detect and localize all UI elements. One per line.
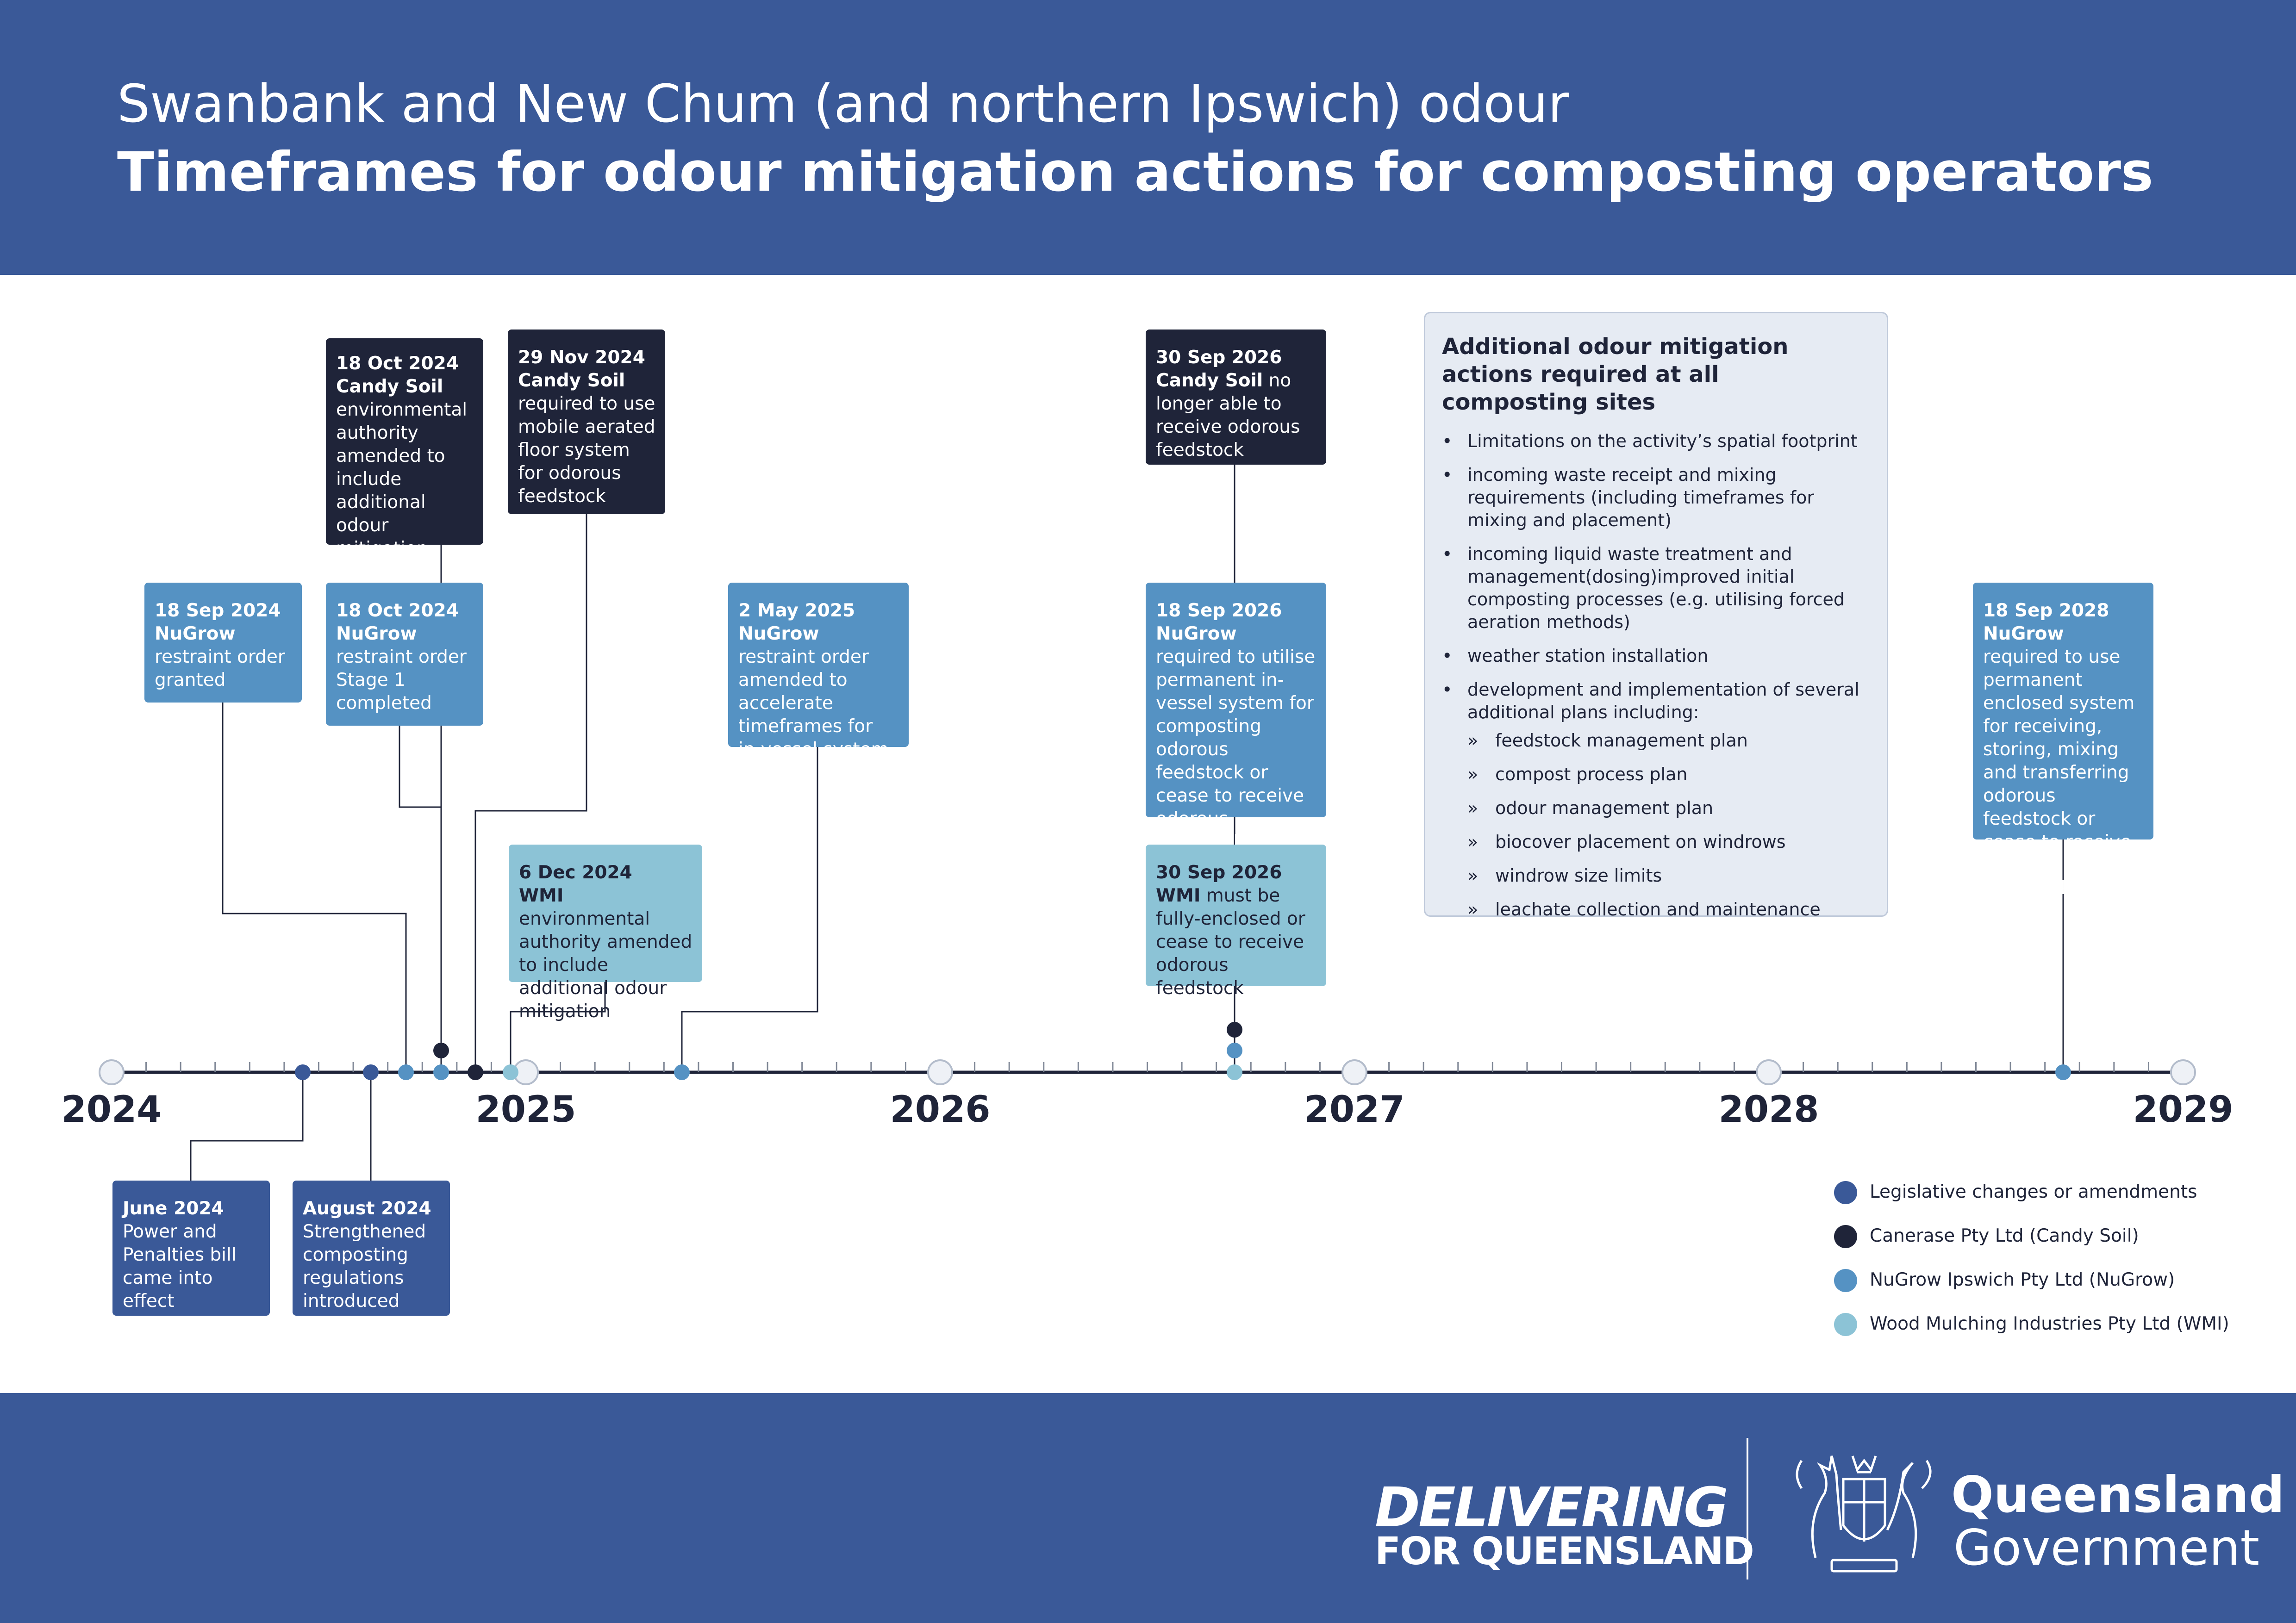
year-marker-2028 — [1756, 1059, 1782, 1085]
year-marker-2027 — [1341, 1059, 1367, 1085]
action-item: •weather station installation — [1442, 645, 1870, 667]
connector-june2024 — [190, 1072, 304, 1181]
queensland-coat-of-arms-icon — [1796, 1455, 1932, 1573]
timeline-ticks — [145, 1062, 2149, 1072]
action-sub-item: »feedstock management plan — [1467, 724, 1870, 758]
event-oct2024-candy: 18 Oct 2024 Candy Soil environmental aut… — [326, 338, 483, 559]
year-marker-2024 — [99, 1059, 125, 1085]
qld-gov-line2: Government — [1953, 1519, 2260, 1576]
connector-nov2024-candy — [474, 514, 587, 1072]
event-may2025-nugrow: 2 May 2025 NuGrow restraint order amende… — [728, 583, 909, 760]
legend-label: Legislative changes or amendments — [1870, 1181, 2197, 1202]
legend-label: Wood Mulching Industries Pty Ltd (WMI) — [1870, 1313, 2229, 1334]
chevron-right-icon: » — [1467, 798, 1479, 818]
year-label-2029: 2029 — [2133, 1089, 2234, 1131]
bullet-icon: • — [1442, 679, 1453, 700]
event-dot-sep2028 — [2055, 1064, 2071, 1080]
year-label-2025: 2025 — [475, 1089, 576, 1131]
connector-dec2024-wmi — [510, 982, 606, 1072]
qld-gov-line1: Queensland — [1951, 1466, 2285, 1524]
header-band: Swanbank and New Chum (and northern Ipsw… — [0, 0, 2296, 275]
event-dot-sep2026-candy — [1227, 1022, 1242, 1038]
legend-label: NuGrow Ipswich Pty Ltd (NuGrow) — [1870, 1269, 2175, 1290]
event-dot-nov2024 — [468, 1064, 483, 1080]
page-subtitle: Swanbank and New Chum (and northern Ipsw… — [117, 74, 1569, 134]
event-sep2026-wmi: 30 Sep 2026 WMI must be fully-enclosed o… — [1146, 845, 1326, 999]
action-sub-item: »windrow size limits — [1467, 859, 1870, 893]
chevron-right-icon: » — [1467, 899, 1479, 920]
event-aug2024: August 2024 Strengthened composting regu… — [293, 1181, 450, 1316]
event-nov2024-candy: 29 Nov 2024 Candy Soil required to use m… — [508, 330, 665, 514]
event-sep2024-nugrow: 18 Sep 2024 NuGrow restraint order grant… — [144, 583, 302, 703]
delivering-logo-line1: DELIVERING — [1375, 1475, 1728, 1539]
bullet-icon: • — [1442, 431, 1453, 451]
action-sub-item: »biocover placement on windrows — [1467, 825, 1870, 859]
chevron-right-icon: » — [1467, 865, 1479, 886]
action-item: •development and implementation of sever… — [1442, 678, 1870, 927]
year-label-2024: 2024 — [61, 1089, 162, 1131]
event-dots — [295, 1022, 2071, 1080]
year-markers — [99, 1059, 2196, 1085]
event-dot-june2024 — [295, 1064, 311, 1080]
event-dot-sep2026-wmi — [1227, 1064, 1242, 1080]
connector-sep2024-nugrow — [222, 703, 407, 1072]
chevron-right-icon: » — [1467, 764, 1479, 784]
year-label-2026: 2026 — [890, 1089, 991, 1131]
legend-label: Canerase Pty Ltd (Candy Soil) — [1870, 1225, 2139, 1246]
bullet-icon: • — [1442, 646, 1453, 666]
page-title: Timeframes for odour mitigation actions … — [117, 140, 2153, 204]
delivering-logo-line2: FOR QUEENSLAND — [1375, 1530, 1754, 1573]
action-sub-item: »compost process plan — [1467, 758, 1870, 791]
event-dot-oct2024 — [433, 1064, 449, 1080]
additional-actions-panel: Additional odour mitigation actions requ… — [1424, 312, 1888, 920]
action-sub-list: »feedstock management plan»compost proce… — [1467, 724, 1870, 927]
action-item: •incoming liquid waste treatment and man… — [1442, 544, 1845, 632]
legend-dot — [1834, 1269, 1857, 1292]
event-dot-may2025 — [674, 1064, 690, 1080]
action-sub-item: »odour management plan — [1467, 791, 1870, 825]
legend-dot — [1834, 1181, 1857, 1204]
year-label-2028: 2028 — [1718, 1089, 1819, 1131]
bullet-icon: • — [1442, 544, 1453, 564]
event-dot-sep2024 — [398, 1064, 414, 1080]
bullet-icon: • — [1442, 465, 1453, 485]
year-label-2027: 2027 — [1304, 1089, 1405, 1131]
additional-actions-list: •Limitations on the activity’s spatial f… — [1442, 430, 1870, 927]
year-marker-2026 — [927, 1059, 953, 1085]
action-item: •incoming waste receipt and mixing requi… — [1442, 465, 1814, 530]
connector-may2025-nugrow — [681, 747, 818, 1072]
chevron-right-icon: » — [1467, 730, 1479, 751]
event-dot-aug2024 — [363, 1064, 379, 1080]
chevron-right-icon: » — [1467, 832, 1479, 852]
event-sep2026-nugrow: 18 Sep 2026 NuGrow required to utilise p… — [1146, 583, 1326, 852]
event-sep2028-nugrow: 18 Sep 2028 NuGrow required to use perma… — [1973, 583, 2153, 899]
additional-actions-heading: Additional odour mitigation actions requ… — [1442, 334, 1789, 415]
event-june2024: June 2024 Power and Penalties bill came … — [112, 1181, 270, 1316]
legend-dot — [1834, 1313, 1857, 1336]
action-item: •Limitations on the activity’s spatial f… — [1442, 430, 1870, 453]
event-dot-dec2024 — [503, 1064, 518, 1080]
legend-dot — [1834, 1225, 1857, 1248]
footer-band — [0, 1393, 2296, 1623]
footer-divider — [1747, 1438, 1748, 1579]
year-marker-2029 — [2170, 1059, 2196, 1085]
event-dot-sep2026-nugrow — [1227, 1043, 1242, 1058]
event-dec2024-wmi: 6 Dec 2024 WMI environmental authority a… — [509, 845, 702, 1022]
action-sub-item: »leachate collection and maintenance — [1467, 893, 1870, 927]
event-oct2024-nugrow: 18 Oct 2024 NuGrow restraint order Stage… — [326, 583, 483, 726]
timeline-diagram — [99, 465, 2196, 1181]
event-sep2026-candy: 30 Sep 2026 Candy Soil no longer able to… — [1146, 330, 1326, 465]
event-dot-oct2024-candy — [433, 1043, 449, 1058]
